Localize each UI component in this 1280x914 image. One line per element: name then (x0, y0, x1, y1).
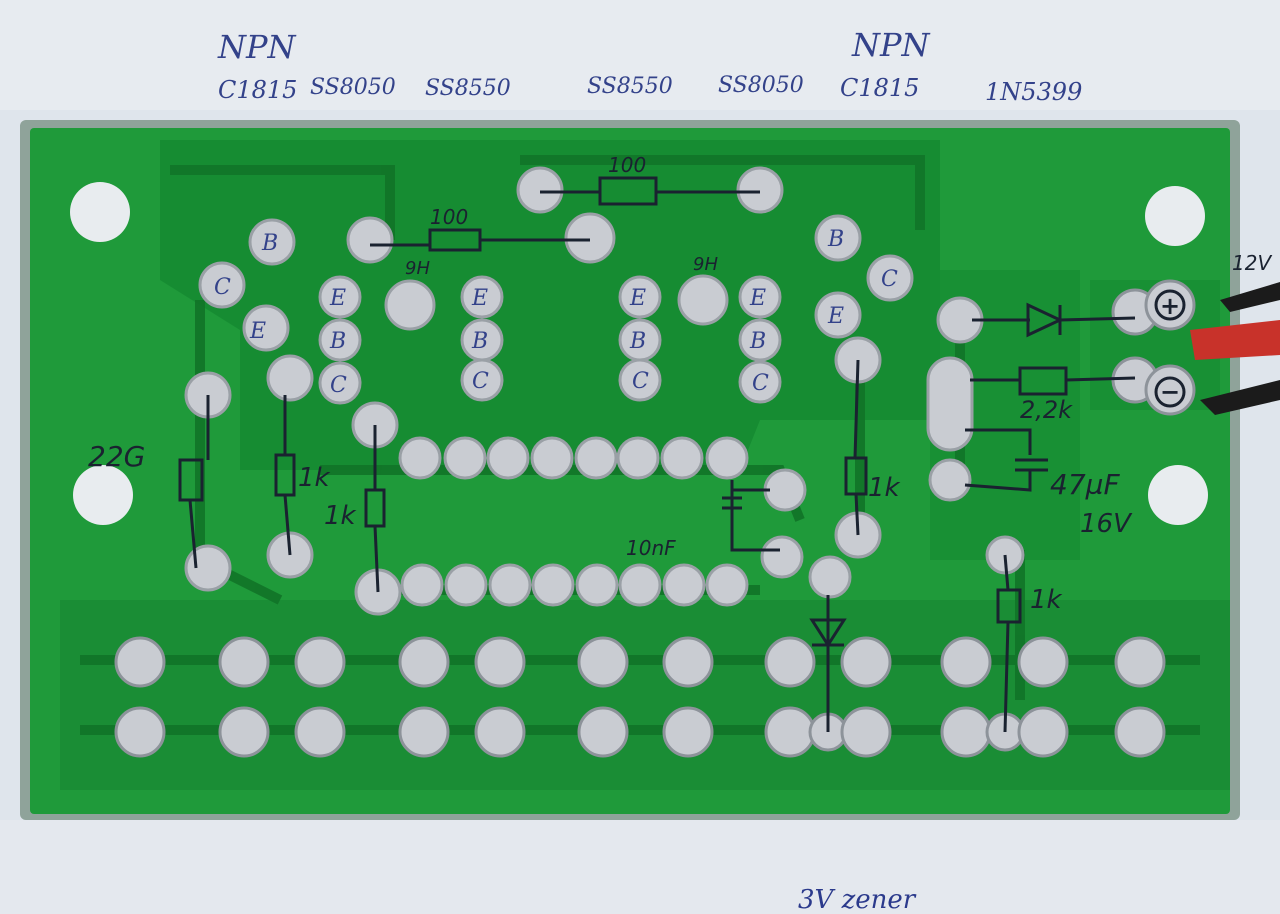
ss8050-label-right: SS8050 (718, 73, 804, 98)
pin-label: B (471, 329, 488, 354)
pin-label: B (629, 329, 646, 354)
pin-marker-right: 9H (693, 254, 718, 275)
resistor-label-top: 100 (608, 153, 646, 177)
pin-label: E (629, 286, 646, 311)
pin-label: C (330, 373, 347, 398)
npn-label-right: NPN (851, 26, 931, 64)
pin-marker-left: 9H (405, 258, 430, 279)
zener-note: 3V zener (798, 885, 917, 914)
minus-symbol: − (1160, 378, 1180, 406)
capacitor-voltage-label: 16V (1080, 509, 1133, 539)
resistor-1k-label: 1k (1030, 585, 1063, 615)
drawn-components (178, 176, 1136, 733)
pin-label: C (881, 267, 898, 292)
part-labels-top: NPN C1815 SS8050 SS8550 SS8550 SS8050 NP… (217, 26, 1082, 106)
capacitor-small-label: 10nF (626, 536, 676, 560)
pin-label: B (749, 329, 766, 354)
pin-labels: B C E E B C E B C E B C E B C B C E (214, 227, 898, 398)
pin-label: E (471, 286, 488, 311)
resistor-22g-label: 22G (88, 440, 145, 473)
resistor-1k-label: 1k (298, 463, 331, 493)
pin-label: C (472, 369, 489, 394)
pin-label: E (749, 286, 766, 311)
capacitor-value-label: 47µF (1050, 468, 1120, 501)
pin-label: B (827, 227, 844, 252)
circuit-board (20, 120, 1240, 820)
npn-label-left: NPN (217, 28, 297, 66)
ss8550-label-right: SS8550 (587, 74, 673, 99)
pin-label: E (329, 286, 346, 311)
value-labels: 100 100 9H 9H 22G 1k 1k 1k 1k 2,2k 47µF … (88, 153, 1272, 615)
pin-label: C (214, 275, 231, 300)
pin-label: B (329, 329, 346, 354)
pin-label: C (632, 369, 649, 394)
ss8050-label-left: SS8050 (310, 75, 396, 100)
plus-symbol: + (1160, 292, 1180, 320)
resistor-1k-label: 1k (324, 501, 357, 531)
pin-label: B (261, 231, 278, 256)
c1815-label-left: C1815 (218, 76, 297, 104)
supply-label: 12V (1232, 251, 1272, 275)
pin-label: E (827, 304, 844, 329)
resistor-1k-label: 1k (868, 473, 901, 503)
ss8550-label-left: SS8550 (425, 76, 511, 101)
resistor-2k2-label: 2,2k (1020, 396, 1073, 424)
pin-label: E (249, 319, 266, 344)
diode-part-label: 1N5399 (985, 78, 1082, 106)
pin-label: C (752, 371, 769, 396)
c1815-label-right: C1815 (840, 74, 919, 102)
power-wires (1190, 282, 1280, 415)
resistor-label-mid: 100 (430, 205, 468, 229)
